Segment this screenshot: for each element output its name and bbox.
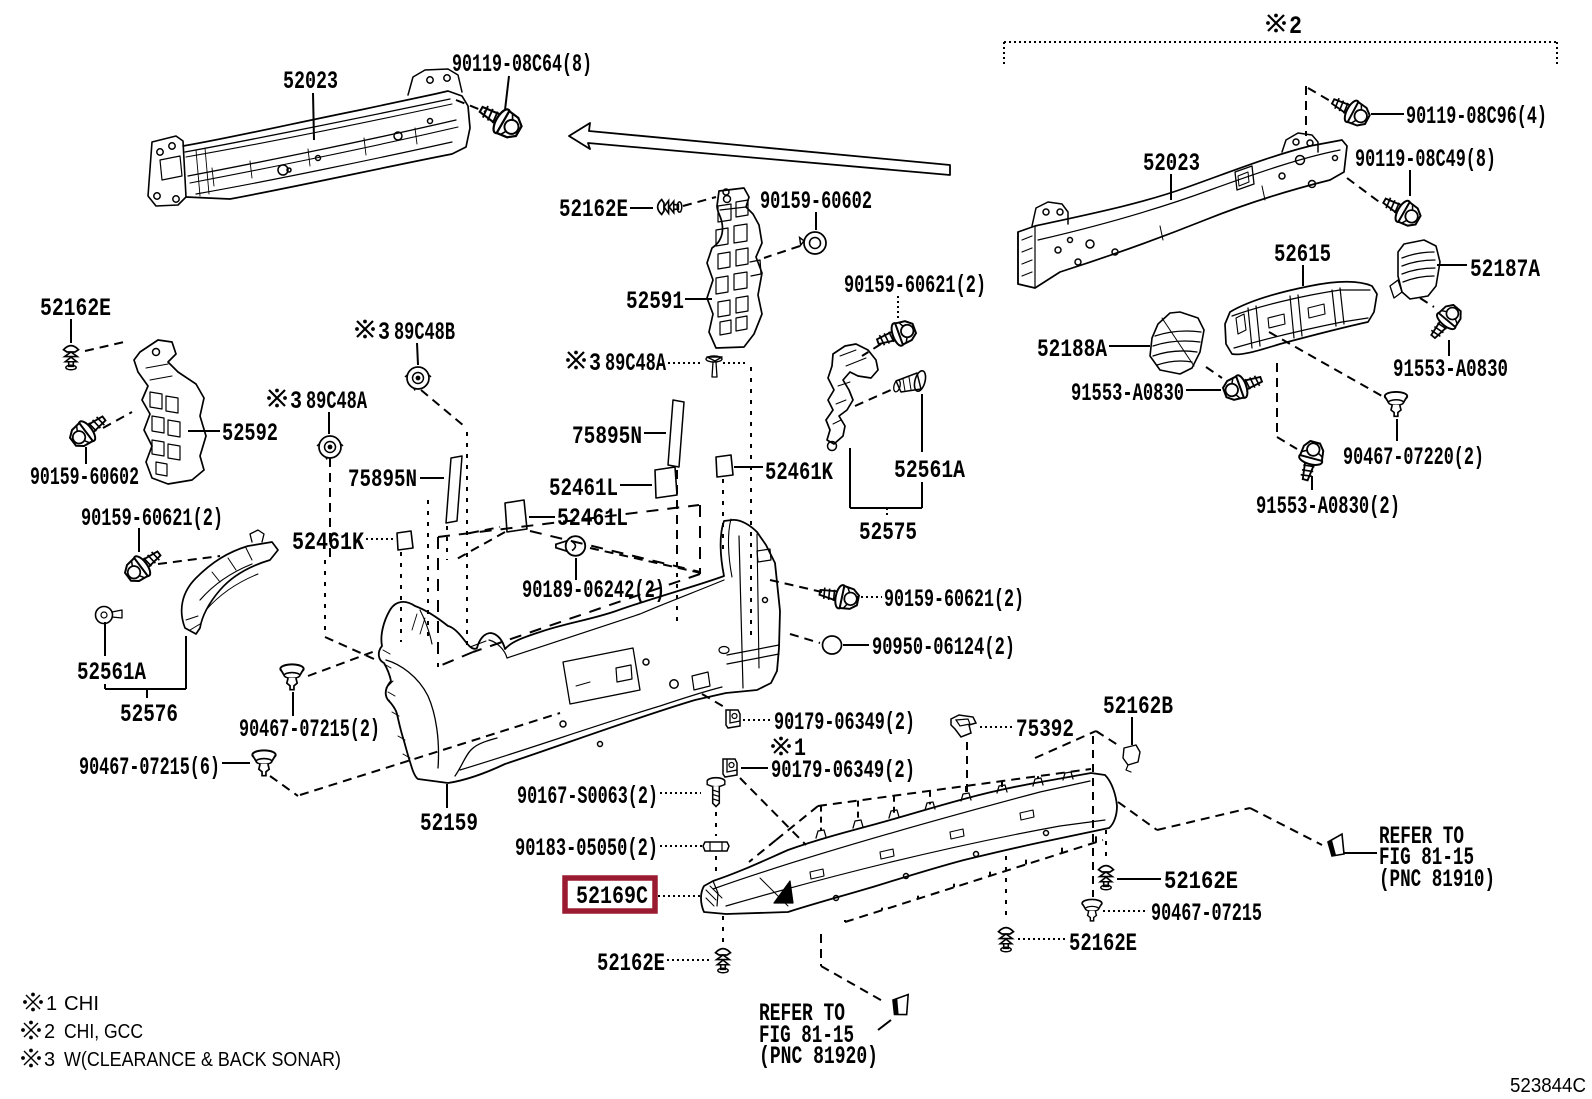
- svg-text:90467-07215: 90467-07215: [1151, 899, 1262, 928]
- svg-text:CHI, GCC: CHI, GCC: [64, 1021, 143, 1043]
- svg-text:89C48A: 89C48A: [306, 387, 367, 416]
- svg-text:52162E: 52162E: [40, 294, 111, 323]
- svg-text:(PNC 81910): (PNC 81910): [1379, 865, 1495, 894]
- svg-text:REFER TO: REFER TO: [759, 999, 845, 1028]
- svg-text:90119-08C49(8): 90119-08C49(8): [1355, 145, 1496, 174]
- svg-text:52187A: 52187A: [1470, 255, 1540, 284]
- svg-text:FIG 81-15: FIG 81-15: [1379, 843, 1474, 872]
- svg-text:2: 2: [1289, 12, 1302, 41]
- svg-text:90179-06349(2): 90179-06349(2): [774, 708, 915, 737]
- svg-text:90167-S0063(2): 90167-S0063(2): [517, 782, 658, 811]
- svg-text:90183-05050(2): 90183-05050(2): [515, 834, 658, 863]
- svg-text:52162E: 52162E: [597, 949, 665, 978]
- svg-text:90119-08C96(4): 90119-08C96(4): [1406, 102, 1547, 131]
- svg-text:52561A: 52561A: [77, 658, 146, 687]
- svg-text:52575: 52575: [859, 518, 917, 547]
- svg-text:52162E: 52162E: [559, 195, 628, 224]
- svg-text:52188A: 52188A: [1037, 335, 1107, 364]
- svg-text:90467-07220(2): 90467-07220(2): [1343, 443, 1484, 472]
- svg-text:90179-06349(2): 90179-06349(2): [771, 756, 915, 785]
- svg-text:52162E: 52162E: [1069, 929, 1137, 958]
- svg-text:91553-A0830(2): 91553-A0830(2): [1256, 492, 1400, 521]
- svg-text:75392: 75392: [1016, 715, 1074, 744]
- svg-text:52561A: 52561A: [894, 456, 965, 485]
- svg-text:90119-08C64(8): 90119-08C64(8): [452, 50, 592, 79]
- svg-text:91553-A0830: 91553-A0830: [1393, 355, 1508, 384]
- svg-text:52461L: 52461L: [557, 504, 628, 533]
- svg-text:52162B: 52162B: [1103, 692, 1173, 721]
- svg-text:52023: 52023: [283, 67, 338, 96]
- svg-text:90467-07215(2): 90467-07215(2): [239, 715, 380, 744]
- svg-text:3: 3: [589, 349, 601, 378]
- svg-text:90159-60621(2): 90159-60621(2): [884, 585, 1024, 614]
- svg-text:52023: 52023: [1143, 149, 1200, 178]
- svg-text:52461K: 52461K: [292, 528, 364, 557]
- svg-text:1: 1: [794, 734, 806, 763]
- svg-text:91553-A0830: 91553-A0830: [1071, 379, 1184, 408]
- svg-text:90159-60621(2): 90159-60621(2): [81, 504, 223, 533]
- svg-text:90159-60602: 90159-60602: [30, 463, 139, 492]
- svg-text:52159: 52159: [420, 809, 478, 838]
- svg-text:3: 3: [290, 387, 302, 416]
- svg-text:2: 2: [44, 1021, 55, 1043]
- svg-text:90189-06242(2): 90189-06242(2): [522, 576, 665, 605]
- svg-text:52169C: 52169C: [576, 882, 648, 911]
- svg-text:523844C: 523844C: [1510, 1075, 1586, 1097]
- svg-text:FIG 81-15: FIG 81-15: [759, 1021, 854, 1050]
- svg-text:52592: 52592: [222, 419, 278, 448]
- svg-text:75895N: 75895N: [572, 422, 642, 451]
- svg-text:1: 1: [46, 993, 57, 1015]
- svg-text:75895N: 75895N: [348, 465, 417, 494]
- svg-text:90159-60621(2): 90159-60621(2): [844, 271, 986, 300]
- svg-text:52591: 52591: [626, 287, 684, 316]
- svg-text:REFER TO: REFER TO: [1379, 822, 1464, 851]
- svg-text:W(CLEARANCE & BACK SONAR): W(CLEARANCE & BACK SONAR): [64, 1049, 341, 1071]
- svg-text:52461L: 52461L: [549, 474, 618, 503]
- svg-text:89C48A: 89C48A: [605, 349, 666, 378]
- svg-text:CHI: CHI: [64, 993, 99, 1015]
- svg-text:90467-07215(6): 90467-07215(6): [79, 753, 220, 782]
- svg-text:89C48B: 89C48B: [394, 318, 455, 347]
- svg-text:90159-60602: 90159-60602: [760, 187, 872, 216]
- svg-text:3: 3: [378, 318, 390, 347]
- svg-text:90950-06124(2): 90950-06124(2): [872, 633, 1015, 662]
- svg-text:3: 3: [44, 1049, 55, 1071]
- svg-text:(PNC 81920): (PNC 81920): [759, 1042, 878, 1071]
- svg-text:52615: 52615: [1274, 240, 1331, 269]
- svg-text:52576: 52576: [120, 700, 178, 729]
- svg-text:52461K: 52461K: [765, 458, 833, 487]
- svg-text:52162E: 52162E: [1164, 867, 1238, 896]
